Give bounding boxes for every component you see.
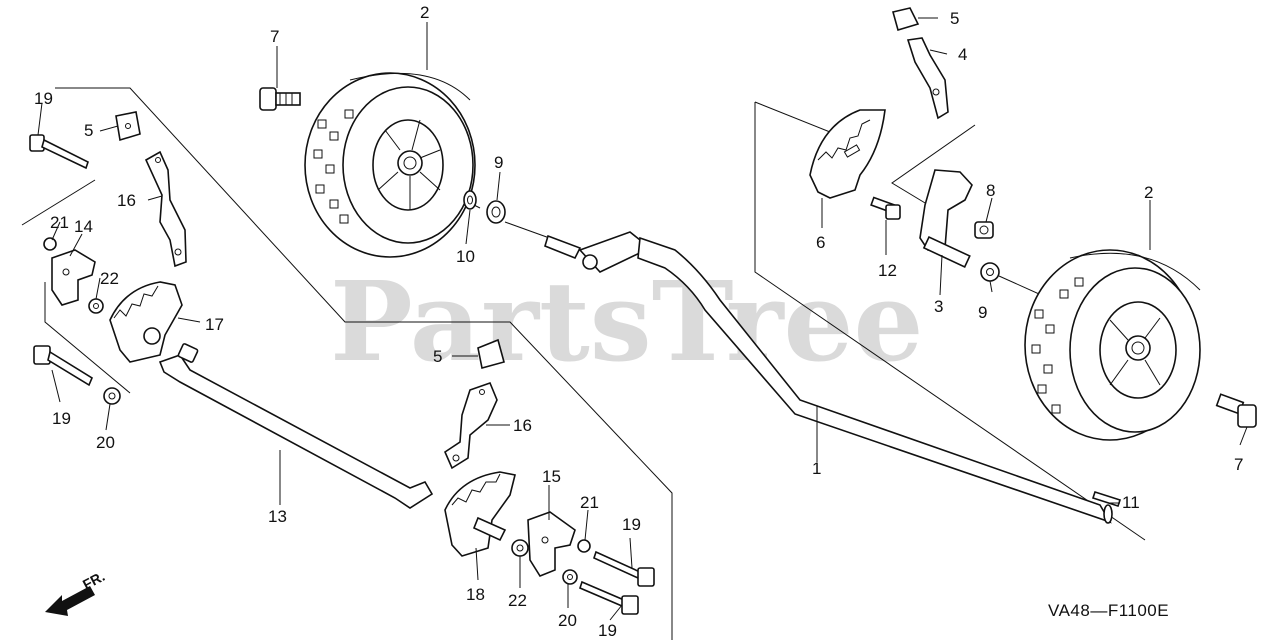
diagram-code: VA48—F1100E: [1048, 601, 1169, 620]
callout-17: 17: [205, 315, 224, 334]
callout-4: 4: [958, 45, 967, 64]
bracket-16-left-upper[interactable]: [144, 150, 187, 268]
callout-12: 12: [878, 261, 897, 280]
callout-19: 19: [52, 409, 71, 428]
washer-22-center[interactable]: [511, 539, 529, 557]
callout-18: 18: [466, 585, 485, 604]
plate-18[interactable]: [444, 471, 516, 557]
callout-2: 2: [1144, 183, 1153, 202]
height-adjuster-plate-right[interactable]: [809, 109, 886, 199]
bolt-12[interactable]: [870, 196, 901, 220]
callout-21: 21: [580, 493, 599, 512]
pad-5-top[interactable]: [892, 7, 920, 32]
callout-9: 9: [494, 153, 503, 172]
bolt-19-middle[interactable]: [33, 345, 94, 387]
callout-16: 16: [117, 191, 136, 210]
callouts: 2 7 9 10 5 4 2 8 6 12 3 9 7 1 11 19 5 16…: [34, 3, 1243, 640]
washer-21-center[interactable]: [577, 539, 591, 553]
callout-15: 15: [542, 467, 561, 486]
callout-6: 6: [816, 233, 825, 252]
leader-lines: [37, 17, 1248, 621]
callout-5: 5: [950, 9, 959, 28]
callout-5: 5: [84, 121, 93, 140]
washer-20-center[interactable]: [562, 569, 578, 585]
callout-1: 1: [812, 459, 821, 478]
callout-14: 14: [74, 217, 93, 236]
bolt-19-right-upper[interactable]: [593, 550, 655, 587]
front-marker-label: FR.: [80, 568, 107, 593]
spring-clip-4[interactable]: [906, 37, 949, 120]
wheel-bolt-left[interactable]: [259, 87, 301, 111]
washer-20-left[interactable]: [103, 387, 121, 405]
callout-19: 19: [34, 89, 53, 108]
callout-3: 3: [934, 297, 943, 316]
callout-20: 20: [96, 433, 115, 452]
washer-left[interactable]: [463, 190, 477, 210]
callout-16: 16: [513, 416, 532, 435]
rear-axle[interactable]: [544, 231, 1113, 524]
callout-13: 13: [268, 507, 287, 526]
callout-21: 21: [50, 213, 69, 232]
bracket-15[interactable]: [527, 511, 576, 577]
group-outline-left: [21, 87, 673, 640]
plate-17[interactable]: [109, 281, 183, 363]
washer-9-right[interactable]: [980, 262, 1000, 282]
bracket-14[interactable]: [51, 249, 96, 306]
callout-9: 9: [978, 303, 987, 322]
callout-20: 20: [558, 611, 577, 630]
callout-10: 10: [456, 247, 475, 266]
callout-7: 7: [1234, 455, 1243, 474]
washer-22-left[interactable]: [88, 298, 104, 314]
nut-left[interactable]: [486, 200, 506, 224]
pad-5-left-upper[interactable]: [115, 111, 141, 142]
bracket-16-center[interactable]: [443, 381, 498, 470]
bolt-19-upper[interactable]: [29, 134, 89, 170]
callout-22: 22: [100, 269, 119, 288]
rear-wheel-right[interactable]: [1024, 249, 1201, 441]
callout-2: 2: [420, 3, 429, 22]
callout-11: 11: [1122, 493, 1140, 512]
nut-8[interactable]: [974, 221, 994, 239]
front-direction-arrow: FR.: [45, 568, 107, 616]
lever-right[interactable]: [919, 169, 973, 268]
callout-8: 8: [986, 181, 995, 200]
callout-19: 19: [622, 515, 641, 534]
washer-21-left[interactable]: [43, 237, 57, 251]
callout-7: 7: [270, 27, 279, 46]
pad-5-center[interactable]: [477, 338, 505, 369]
callout-19: 19: [598, 621, 617, 640]
callout-22: 22: [508, 591, 527, 610]
rear-wheel-left[interactable]: [304, 72, 476, 258]
front-axle[interactable]: [158, 343, 434, 509]
callout-5: 5: [433, 347, 442, 366]
wheel-bolt-right[interactable]: [1215, 393, 1257, 428]
bolt-19-right-lower[interactable]: [579, 580, 639, 615]
